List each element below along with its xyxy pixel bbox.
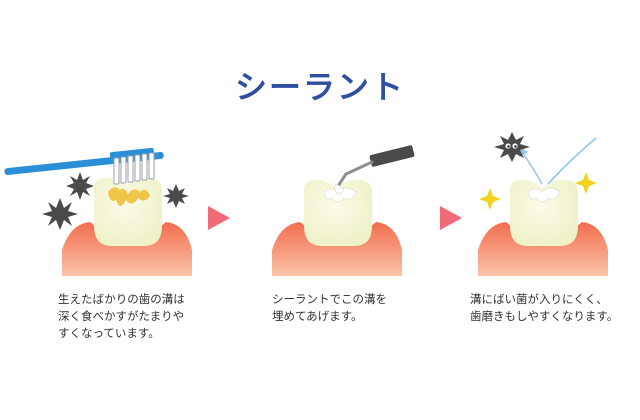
- tooth-1: [94, 178, 162, 246]
- caption-panel-3: 溝にばい菌が入りにくく、 歯磨きもしやすくなります。: [470, 291, 618, 325]
- caption-line: 生えたばかりの歯の溝は: [58, 292, 185, 306]
- caption-line: シーラントでこの溝を: [272, 292, 387, 306]
- sealant-coat: [527, 187, 561, 203]
- tooth-2: [304, 180, 372, 246]
- caption-panel-2: シーラントでこの溝を 埋めてあげます。: [272, 291, 387, 325]
- caption-line: 埋めてあげます。: [272, 309, 363, 323]
- caption-line: 深く食べかすがたまりや: [58, 309, 185, 323]
- deflect-line: [547, 137, 597, 185]
- deflect-arrow: [521, 151, 543, 185]
- panel-1: [4, 147, 192, 276]
- panel-3: [478, 132, 608, 276]
- caption-line: 歯磨きもしやすくなります。: [470, 309, 619, 323]
- plaque: [108, 187, 150, 206]
- toothbrush-icon: [4, 147, 164, 185]
- arrow-right-icon: [440, 206, 462, 230]
- germ-icon: [42, 172, 189, 230]
- panel-2: [272, 145, 415, 276]
- arrow-right-icon: [208, 206, 230, 230]
- caption-line: すくなっています。: [58, 326, 160, 340]
- page-title: シーラント: [234, 68, 405, 106]
- caption-panel-1: 生えたばかりの歯の溝は 深く食べかすがたまりや すくなっています。: [58, 291, 185, 342]
- sparkle-icon: [479, 172, 597, 210]
- dental-tool-icon: [334, 145, 415, 195]
- tooth-3: [510, 180, 578, 246]
- caption-line: 溝にばい菌が入りにくく、: [470, 292, 608, 306]
- germ-icon: [494, 132, 530, 162]
